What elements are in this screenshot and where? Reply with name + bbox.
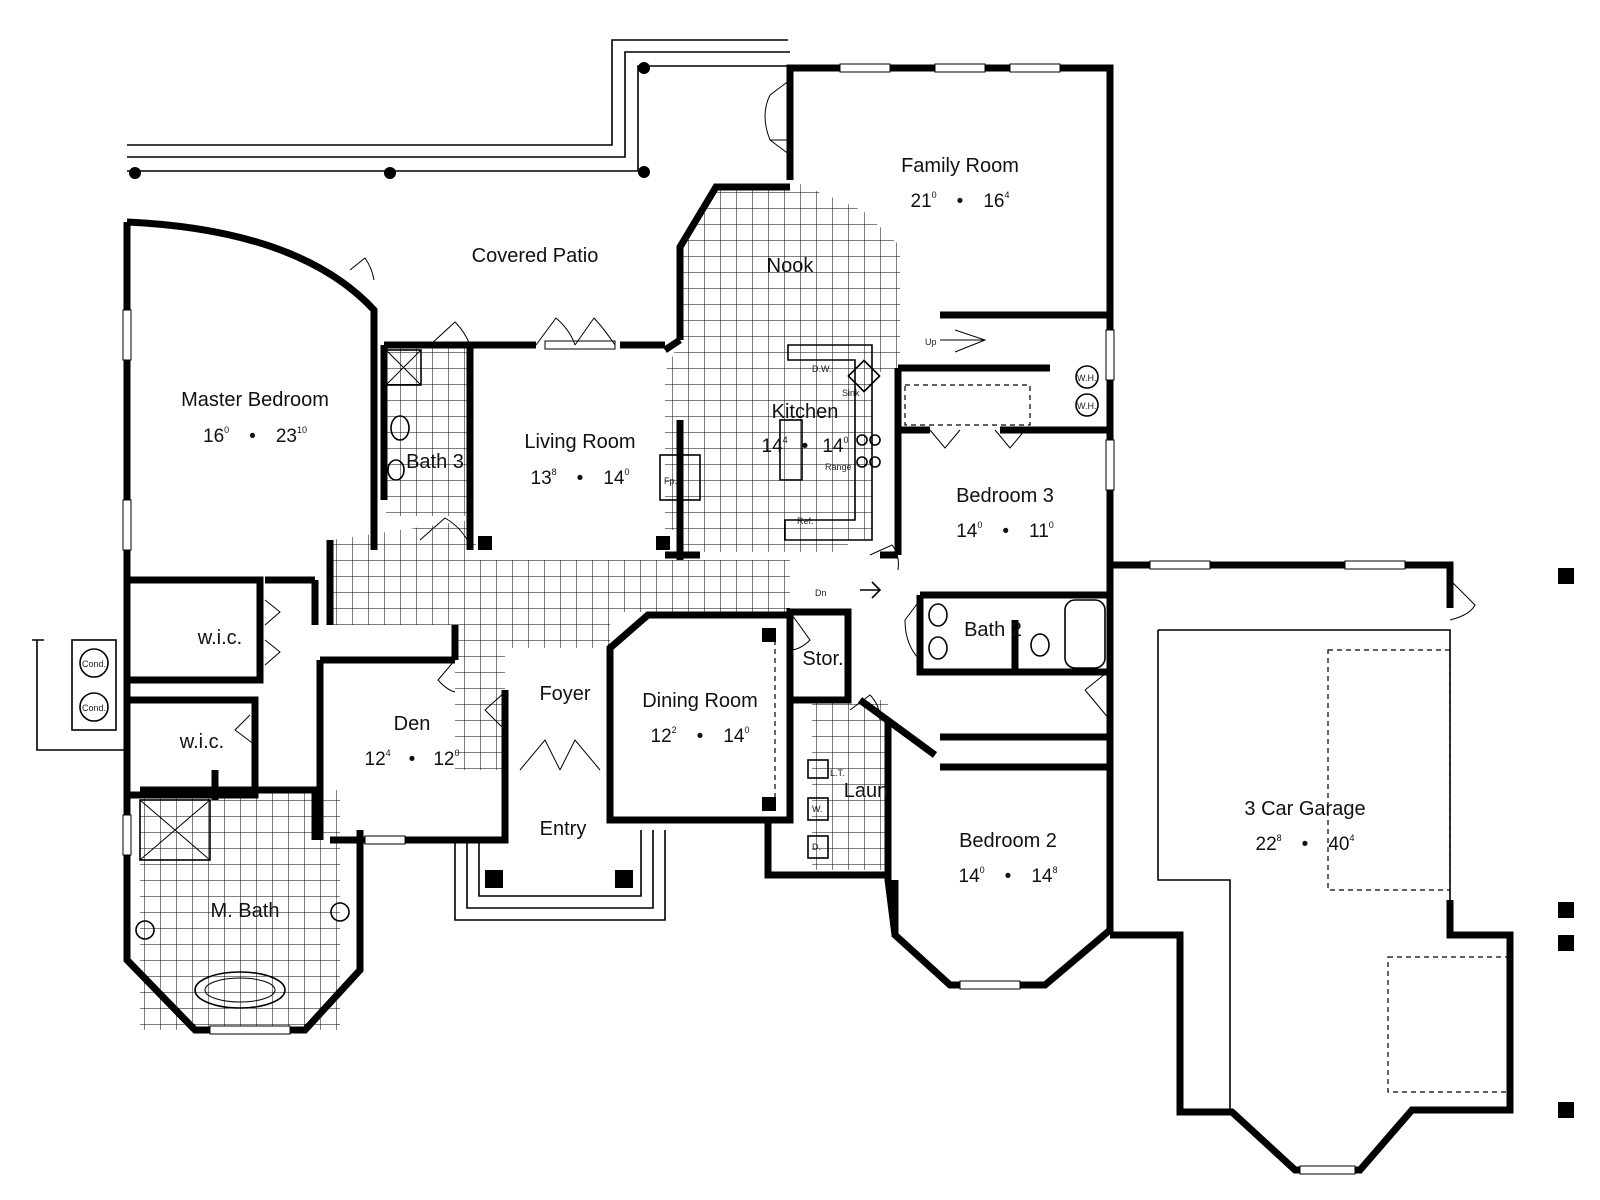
porch-column bbox=[485, 870, 503, 888]
master-bedroom-dims: 160•2310 bbox=[203, 425, 307, 447]
bedroom3-label: Bedroom 3 bbox=[956, 485, 1054, 507]
hall-foyer-tile bbox=[330, 520, 790, 770]
wic1-label: w.i.c. bbox=[197, 627, 242, 649]
kitchen-dims: 144•140 bbox=[762, 435, 849, 457]
dining-room-label: Dining Room bbox=[642, 690, 758, 712]
condenser-icon bbox=[79, 692, 109, 722]
den-dims: 124•120 bbox=[365, 748, 460, 770]
dw-label: D.W. bbox=[812, 364, 832, 374]
interior-walls bbox=[126, 183, 1511, 1110]
nook-kitchen-tile bbox=[665, 180, 900, 552]
patio-post bbox=[129, 167, 141, 179]
water-heater-icon bbox=[1075, 365, 1099, 389]
condenser-icon bbox=[79, 648, 109, 678]
wic2-label: w.i.c. bbox=[179, 731, 224, 753]
bedroom2-label: Bedroom 2 bbox=[959, 830, 1057, 852]
kitchen-sink-icon bbox=[847, 359, 881, 393]
cond1-label: Cond. bbox=[82, 659, 106, 669]
fireplace-icon bbox=[659, 454, 701, 501]
toilet-icon bbox=[1030, 633, 1050, 657]
stor-label: Stor. bbox=[802, 648, 843, 670]
garage-label: 3 Car Garage bbox=[1244, 798, 1365, 820]
living-room-label: Living Room bbox=[524, 431, 635, 453]
ref-label: Ref. bbox=[797, 516, 814, 526]
windows bbox=[122, 63, 1406, 1175]
toilet-icon bbox=[390, 415, 410, 441]
bath3-tile bbox=[386, 346, 470, 516]
d-label: D. bbox=[812, 842, 821, 852]
dining-room-dims: 122•140 bbox=[651, 725, 750, 747]
bath2-label: Bath 2 bbox=[964, 619, 1022, 641]
doors bbox=[234, 79, 1476, 771]
fixture-labels: D.W. Sink Range Ref. Fp. Up Dn W.H. W.H.… bbox=[82, 337, 1097, 852]
living-room-dims: 138•140 bbox=[531, 467, 630, 489]
family-room-label: Family Room bbox=[901, 155, 1019, 177]
patio-post bbox=[384, 167, 396, 179]
up-label: Up bbox=[925, 337, 937, 347]
laun-label: Laun bbox=[844, 780, 889, 802]
laun-tile bbox=[812, 700, 888, 870]
nook-label: Nook bbox=[767, 255, 815, 277]
bathtub-icon bbox=[1064, 599, 1106, 669]
patio-rail bbox=[127, 39, 790, 179]
bath3-label: Bath 3 bbox=[406, 451, 464, 473]
entry-label: Entry bbox=[540, 818, 587, 840]
foyer-label: Foyer bbox=[539, 683, 590, 705]
fixtures bbox=[32, 329, 1574, 1118]
wh1-label: W.H. bbox=[1077, 373, 1097, 383]
entry-porch bbox=[454, 830, 666, 921]
mbath-label: M. Bath bbox=[211, 900, 280, 922]
range-label: Range bbox=[825, 462, 852, 472]
bedroom2-dims: 140•148 bbox=[959, 865, 1058, 887]
master-bedroom-label: Master Bedroom bbox=[181, 389, 329, 411]
garage-dims: 228•404 bbox=[1256, 833, 1355, 855]
tile-floors bbox=[140, 180, 900, 1030]
bathtub-icon bbox=[194, 971, 286, 1009]
room-labels: Family Room 210•164 Covered Patio Nook M… bbox=[179, 155, 1366, 922]
sink-label: Sink bbox=[842, 388, 860, 398]
patio-post bbox=[638, 62, 650, 74]
arrow-icon bbox=[860, 581, 882, 599]
mbath-tile bbox=[140, 790, 340, 1030]
lt-label: L.T. bbox=[830, 768, 845, 778]
water-heater-icon bbox=[1075, 393, 1099, 417]
bedroom3-dims: 140•110 bbox=[956, 520, 1054, 542]
w-label: W. bbox=[812, 804, 823, 814]
patio-post bbox=[638, 166, 650, 178]
covered-patio-label: Covered Patio bbox=[472, 245, 599, 267]
cond2-label: Cond. bbox=[82, 703, 106, 713]
porch-column bbox=[615, 870, 633, 888]
family-room-dims: 210•164 bbox=[911, 190, 1010, 212]
dn-label: Dn bbox=[815, 588, 827, 598]
wh2-label: W.H. bbox=[1077, 401, 1097, 411]
kitchen-label: Kitchen bbox=[772, 401, 839, 423]
fp-label: Fp. bbox=[664, 476, 677, 486]
den-label: Den bbox=[394, 713, 431, 735]
sink-icon bbox=[387, 459, 405, 481]
